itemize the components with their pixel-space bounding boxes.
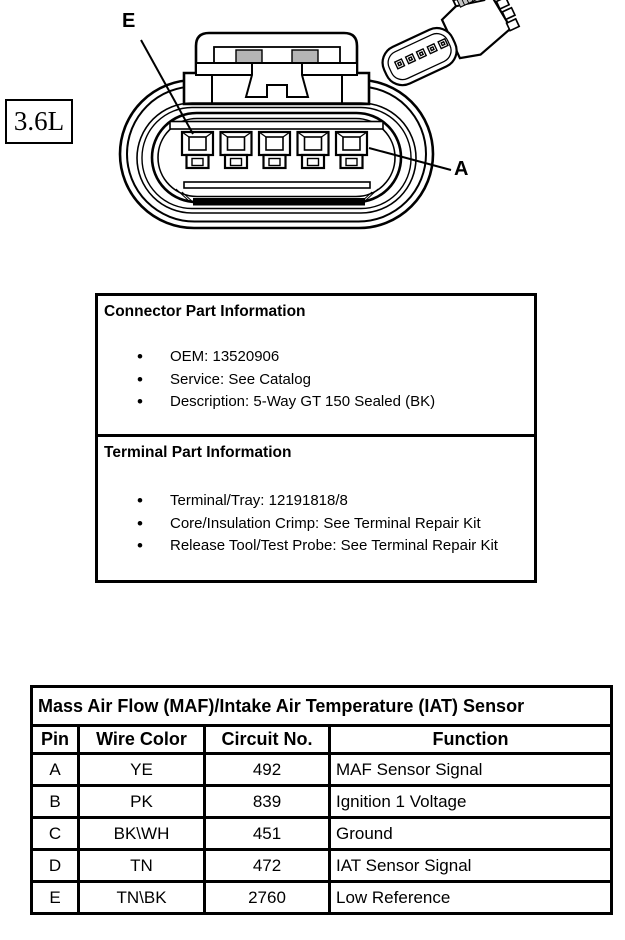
seal-band [193,198,365,206]
connector-lock-tower [182,31,371,106]
connector-3d-view [381,0,521,87]
cell-circuit-no: 492 [203,752,331,787]
table-row: E TN\BK 2760 Low Reference [30,880,614,915]
cell-circuit-no: 2760 [203,880,331,915]
terminal-part-info-list: Terminal/Tray: 12191818/8 Core/Insulatio… [98,490,534,558]
cell-wire-color: BK\WH [77,816,206,851]
lock-tab-left [235,49,263,64]
seal-nubs [495,0,521,32]
list-item: Terminal/Tray: 12191818/8 [98,490,534,513]
cell-pin: A [30,752,80,787]
pin-callout-a: A [454,158,469,180]
cell-function: Ground [327,816,614,851]
list-item-text: Terminal/Tray: 12191818/8 [170,492,348,509]
table-row: B PK 839 Ignition 1 Voltage [30,784,614,819]
engine-size-badge: 3.6L [5,99,73,144]
terminal-part-info-section: Terminal Part Information Terminal/Tray:… [98,437,534,580]
header-circuit-no: Circuit No. [203,724,331,755]
cell-circuit-no: 451 [203,816,331,851]
list-item: Core/Insulation Crimp: See Terminal Repa… [98,513,534,536]
pin-cavity-e [180,130,215,170]
header-function: Function [327,724,614,755]
list-item-text: OEM: 13520906 [170,348,280,365]
list-item-text: Core/Insulation Crimp: See Terminal Repa… [170,514,481,532]
engine-size-label: 3.6L [13,106,65,136]
table-row: C BK\WH 451 Ground [30,816,614,851]
table-row: D TN 472 IAT Sensor Signal [30,848,614,883]
terminal-part-info-heading: Terminal Part Information [104,444,292,461]
pin-cavity-d [219,130,253,170]
cell-function: Ignition 1 Voltage [327,784,614,819]
cell-circuit-no: 839 [203,784,331,819]
connector-part-info-list: OEM: 13520906 Service: See Catalog Descr… [98,346,534,414]
cell-function: IAT Sensor Signal [327,848,614,883]
cell-pin: E [30,880,80,915]
pin-cavity-a [334,130,369,170]
cell-wire-color: YE [77,752,206,787]
cell-function: Low Reference [327,880,614,915]
cell-circuit-no: 472 [203,848,331,883]
list-item: Description: 5-Way GT 150 Sealed (BK) [98,391,534,414]
cell-pin: C [30,816,80,851]
list-item: Service: See Catalog [98,369,534,392]
lock-latch [244,62,310,98]
header-wire-color: Wire Color [77,724,206,755]
pinout-table: Mass Air Flow (MAF)/Intake Air Temperatu… [29,685,614,915]
leader-line-a [368,147,452,171]
header-pin: Pin [30,724,80,755]
cell-wire-color: TN\BK [77,880,206,915]
connector-part-info-heading: Connector Part Information [104,303,306,320]
lock-tab-right [291,49,319,64]
table-title: Mass Air Flow (MAF)/Intake Air Temperatu… [29,685,614,727]
cell-pin: D [30,848,80,883]
connector-part-info-section: Connector Part Information OEM: 13520906… [98,296,534,437]
part-information-box: Connector Part Information OEM: 13520906… [95,293,537,583]
table-title-row: Mass Air Flow (MAF)/Intake Air Temperatu… [29,685,614,727]
list-item: OEM: 13520906 [98,346,534,369]
list-item-text: Service: See Catalog [170,370,311,388]
list-item: Release Tool/Test Probe: See Terminal Re… [98,535,534,558]
leader-line-e [140,39,194,135]
cell-pin: B [30,784,80,819]
terminal-row-3d [393,37,449,70]
pin-callout-e: E [122,10,136,32]
pin-cavity-b [296,130,330,170]
cell-function: MAF Sensor Signal [327,752,614,787]
pin-cavity-c [257,130,292,170]
connector-diagram [118,0,521,230]
table-row: A YE 492 MAF Sensor Signal [30,752,614,787]
cell-wire-color: TN [77,848,206,883]
list-item-text: Release Tool/Test Probe: See Terminal Re… [170,537,498,554]
list-item-text: Description: 5-Way GT 150 Sealed (BK) [170,393,436,410]
table-header-row: Pin Wire Color Circuit No. Function [30,724,614,755]
cell-wire-color: PK [77,784,206,819]
